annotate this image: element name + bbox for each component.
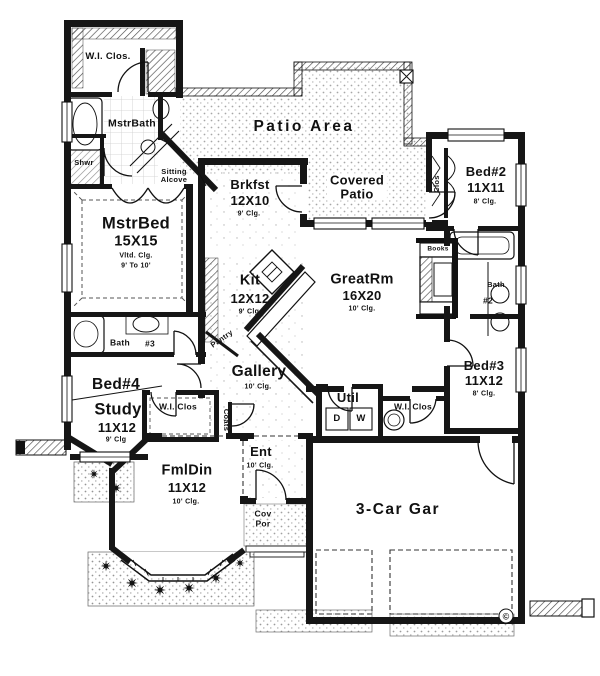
fireplace <box>416 238 458 319</box>
room-dims-bed4-study: 11X12 <box>97 420 137 436</box>
room-label-sitting-alcove: Sitting Alcove <box>160 167 188 184</box>
room-label-fmldin: FmlDin <box>161 462 213 479</box>
room-clg-brkfst: 9' Clg. <box>237 210 261 218</box>
room-label-greatrm: GreatRm <box>330 271 394 288</box>
room-label-garage: 3-Car Gar <box>355 500 441 518</box>
room-clg-fmldin: 10' Clg. <box>172 498 200 506</box>
room-label-bath2: Bath <box>487 280 505 290</box>
room-clg-height-mstrbed: 9' To 10' <box>121 262 151 270</box>
planting-beds <box>73 461 255 607</box>
room-dims-bed2: 11X11 <box>467 180 505 196</box>
room-label-bed3: Bed#3 <box>463 358 505 374</box>
area-label-covered-patio: Covered Patio <box>326 173 388 201</box>
closet-label-study: W.I. Clos <box>158 401 198 412</box>
room-num-bath3: #3 <box>144 338 156 349</box>
room-num-bath2: #2 <box>482 295 494 306</box>
room-label-util: Util <box>336 390 360 406</box>
windows <box>61 101 527 463</box>
room-dims-brkfst: 12X10 <box>230 193 270 209</box>
room-dims-fmldin: 11X12 <box>167 480 207 496</box>
room-clg-type-mstrbed: Vltd. Clg. <box>119 252 153 260</box>
copyright-mark: © <box>498 608 514 624</box>
cov-porch-stipple <box>243 503 309 558</box>
cov-por-line2: Por <box>255 518 271 529</box>
garage-door-1 <box>315 549 373 615</box>
fixtures <box>67 97 515 431</box>
room-clg-gallery: 10' Clg. <box>244 383 272 391</box>
bay-window <box>120 552 236 582</box>
room-label-wi-clos-master: W.I. Clos. <box>85 51 131 63</box>
door-gaps <box>300 184 432 222</box>
room-clg-bed2: 8' Clg. <box>473 198 497 206</box>
room-clg-bed3: 8' Clg. <box>472 390 496 398</box>
room-label-mstrbed: MstrBed <box>101 214 171 233</box>
room-label-brkfst: Brkfst <box>230 177 270 193</box>
wing-walls <box>15 439 595 618</box>
room-dims-bed3: 11X12 <box>464 373 504 389</box>
room-dims-greatrm: 16X20 <box>342 288 382 304</box>
diagonal-walls <box>64 129 323 565</box>
room-label-gallery: Gallery <box>231 362 287 380</box>
washer-label: W <box>356 413 366 425</box>
closet-shelf-dashed <box>149 397 211 435</box>
cov-por-line1: Cov <box>254 508 272 519</box>
room-dims-kit: 12X12 <box>230 291 270 307</box>
books-label: Books <box>427 245 449 253</box>
closet-label-garage-hall: W.I. Clos <box>393 401 433 412</box>
area-label-patio: Patio Area <box>253 117 355 135</box>
washer-box <box>349 407 373 431</box>
closet-label-bed2: Clos <box>432 175 442 193</box>
tray-ceiling <box>72 190 192 308</box>
room-dims-mstrbed: 15X15 <box>114 233 158 250</box>
sink <box>140 139 156 155</box>
room-clg-ent: 10' Clg. <box>246 462 274 470</box>
coats-label: Coats <box>221 408 231 432</box>
door-swings <box>103 61 515 501</box>
room-label-bath3: Bath <box>109 337 131 348</box>
room-clg-kit: 9' Clg. <box>238 308 262 316</box>
garage-door-2 <box>389 549 513 615</box>
room-label-study: Study <box>94 400 142 419</box>
room-label-bed4: Bed#4 <box>91 375 141 393</box>
room-clg-greatrm: 10' Clg. <box>348 305 376 313</box>
bath3-sink <box>132 315 160 333</box>
room-clg-bed4-study: 9' Clg <box>105 436 127 444</box>
bath2-sink <box>490 284 510 304</box>
room-label-bed2: Bed#2 <box>465 164 507 180</box>
dryer-box <box>325 407 349 431</box>
dryer-label: D <box>333 413 341 425</box>
room-label-ent: Ent <box>250 444 272 460</box>
room-label-kit: Kit <box>239 272 261 289</box>
dashed-lines <box>162 435 513 615</box>
room-label-mstrbath: MstrBath <box>108 117 156 130</box>
room-label-shwr: Shwr <box>74 158 94 168</box>
